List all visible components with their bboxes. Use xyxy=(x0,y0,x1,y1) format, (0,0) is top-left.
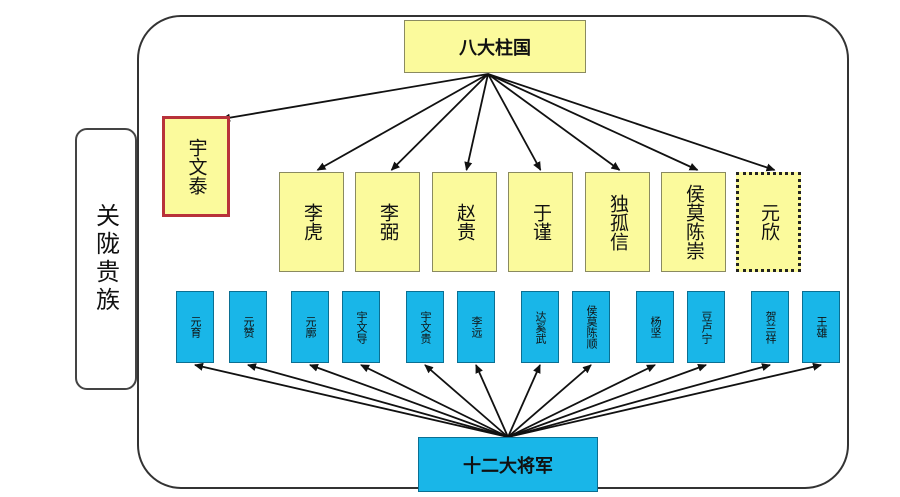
arrow xyxy=(487,73,699,171)
pillar-leader: 宇文泰 xyxy=(185,138,208,195)
arrow xyxy=(464,73,489,171)
pillar-box: 李虎 xyxy=(279,172,344,272)
arrow xyxy=(194,362,509,438)
general-name: 元育 xyxy=(189,316,202,338)
arrow xyxy=(475,364,509,438)
pillar-box: 于谨 xyxy=(508,172,573,272)
bottom-title-box: 十二大将军 xyxy=(418,437,598,492)
arrow xyxy=(487,73,542,171)
arrow xyxy=(507,363,771,438)
general-box: 元廓 xyxy=(291,291,329,363)
arrow xyxy=(360,364,509,438)
general-name: 侯莫陈顺 xyxy=(585,305,598,349)
arrow xyxy=(316,73,489,171)
general-box: 侯莫陈顺 xyxy=(572,291,610,363)
arrow xyxy=(487,73,621,171)
arrow xyxy=(390,73,489,171)
arrow xyxy=(487,73,776,172)
pillar-box: 独孤信 xyxy=(585,172,650,272)
arrow xyxy=(507,364,592,438)
general-box: 元育 xyxy=(176,291,214,363)
arrow xyxy=(507,364,656,438)
arrow xyxy=(507,364,541,438)
pillar-name: 李虎 xyxy=(301,203,323,241)
arrow xyxy=(221,73,489,122)
general-name: 达奚武 xyxy=(534,310,547,344)
side-label: 关陇贵族 xyxy=(91,203,120,315)
general-name: 宇文贵 xyxy=(419,310,432,344)
arrow xyxy=(424,364,509,438)
pillar-box: 侯莫陈崇 xyxy=(661,172,726,272)
general-name: 元赞 xyxy=(242,316,255,338)
arrow xyxy=(309,363,509,438)
pillar-box: 赵贵 xyxy=(432,172,497,272)
general-box: 李远 xyxy=(457,291,495,363)
general-box: 达奚武 xyxy=(521,291,559,363)
pillar-box: 元欣 xyxy=(736,172,801,272)
general-box: 杨坚 xyxy=(636,291,674,363)
bottom-title: 十二大将军 xyxy=(463,455,553,477)
general-name: 豆卢宁 xyxy=(700,310,713,344)
general-name: 杨坚 xyxy=(649,316,662,338)
pillar-name: 于谨 xyxy=(530,203,552,241)
pillar-name: 独孤信 xyxy=(607,193,629,251)
pillar-name: 侯莫陈崇 xyxy=(683,184,705,260)
side-label-box: 关陇贵族 xyxy=(75,128,137,390)
general-box: 豆卢宁 xyxy=(687,291,725,363)
top-title: 八大柱国 xyxy=(459,37,531,59)
pillar-name: 李弼 xyxy=(377,203,399,241)
pillar-box: 李弼 xyxy=(355,172,420,272)
general-name: 李远 xyxy=(470,316,483,338)
arrow xyxy=(247,363,509,438)
general-box: 贺兰祥 xyxy=(751,291,789,363)
arrow xyxy=(507,363,707,438)
general-name: 元廓 xyxy=(304,316,317,338)
pillar-leader-box: 宇文泰 xyxy=(162,116,230,217)
general-box: 元赞 xyxy=(229,291,267,363)
pillar-name: 赵贵 xyxy=(454,203,476,241)
general-name: 王雄 xyxy=(815,316,828,338)
general-box: 王雄 xyxy=(802,291,840,363)
general-name: 贺兰祥 xyxy=(764,310,777,344)
general-box: 宇文导 xyxy=(342,291,380,363)
general-box: 宇文贵 xyxy=(406,291,444,363)
general-name: 宇文导 xyxy=(355,310,368,344)
pillar-name: 元欣 xyxy=(758,203,780,241)
top-title-box: 八大柱国 xyxy=(404,20,586,73)
arrow xyxy=(507,362,822,438)
